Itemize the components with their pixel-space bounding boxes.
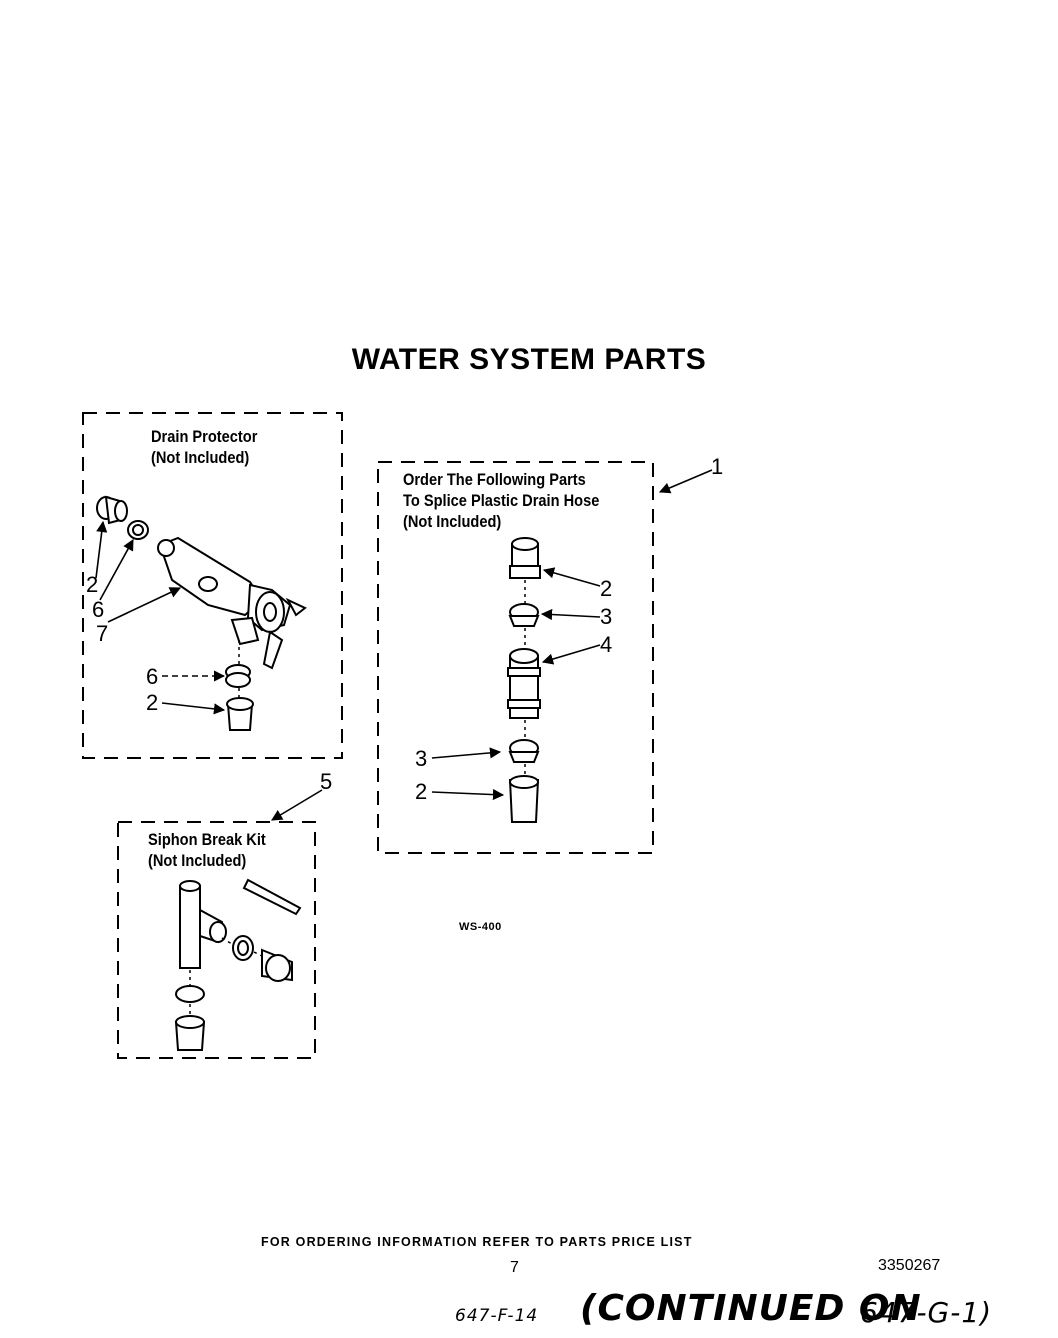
siphon-kit-box [117,821,316,1059]
splice-kit-label-line1: Order The Following Parts [403,470,586,489]
sp-callout-3-top: 3 [600,604,613,629]
leader-sp-2-top [542,567,601,587]
leader-dp-7 [107,587,182,623]
diagram-code: WS-400 [459,921,502,933]
sp-callout-2-top: 2 [600,576,613,601]
leader-dp-2-bottom [161,702,226,715]
continued-text: (CONTINUED ON [580,1288,922,1329]
leader-box-1 [658,469,713,494]
splice-kit-label: Order The Following Parts To Splice Plas… [403,469,599,532]
dp-callout-2-top: 2 [86,572,99,597]
splice-kit-box-callout: 1 [711,454,724,479]
splice-kit-label-line2: To Splice Plastic Drain Hose [403,491,600,510]
handwritten-right-note: 647-G-1) [860,1296,993,1329]
doc-number: 3350267 [878,1257,941,1274]
drain-protector-box [82,412,343,759]
leader-box-5 [271,789,323,821]
leader-sp-3-top [540,608,601,621]
siphon-kit-label-line2: (Not Included) [148,851,247,870]
page-title: WATER SYSTEM PARTS [351,343,707,376]
splice-kit-box [377,461,654,854]
sp-callout-3-bottom: 3 [415,746,428,771]
leader-dp-2-top [95,520,108,579]
sp-callout-2-bottom: 2 [415,779,428,804]
leader-sp-3-bottom [431,747,502,759]
siphon-kit-label-line1: Siphon Break Kit [148,830,266,849]
drain-protector-label-line2: (Not Included) [151,448,250,467]
sp-callout-4: 4 [600,632,613,657]
drain-protector-label: Drain Protector (Not Included) [151,426,257,468]
handwritten-left-note: 647-F-14 [455,1306,539,1326]
dp-callout-2-bottom: 2 [146,690,159,715]
dp-callout-6-top: 6 [92,597,105,622]
page-number: 7 [510,1259,519,1276]
splice-kit-drawing [507,537,541,823]
siphon-kit-drawing [174,878,302,1051]
ordering-info: FOR ORDERING INFORMATION REFER TO PARTS … [261,1235,693,1249]
leader-sp-2-bottom [431,788,505,801]
leader-sp-4 [541,644,601,665]
drain-protector-label-line1: Drain Protector [151,427,258,446]
dp-callout-7: 7 [96,621,109,646]
siphon-kit-box-callout: 5 [320,769,333,794]
leader-dp-6-top [99,539,134,601]
drain-protector-drawing [96,495,307,731]
splice-kit-label-line3: (Not Included) [403,512,502,531]
siphon-kit-label: Siphon Break Kit (Not Included) [148,829,266,871]
dp-callout-6-bottom: 6 [146,664,159,689]
